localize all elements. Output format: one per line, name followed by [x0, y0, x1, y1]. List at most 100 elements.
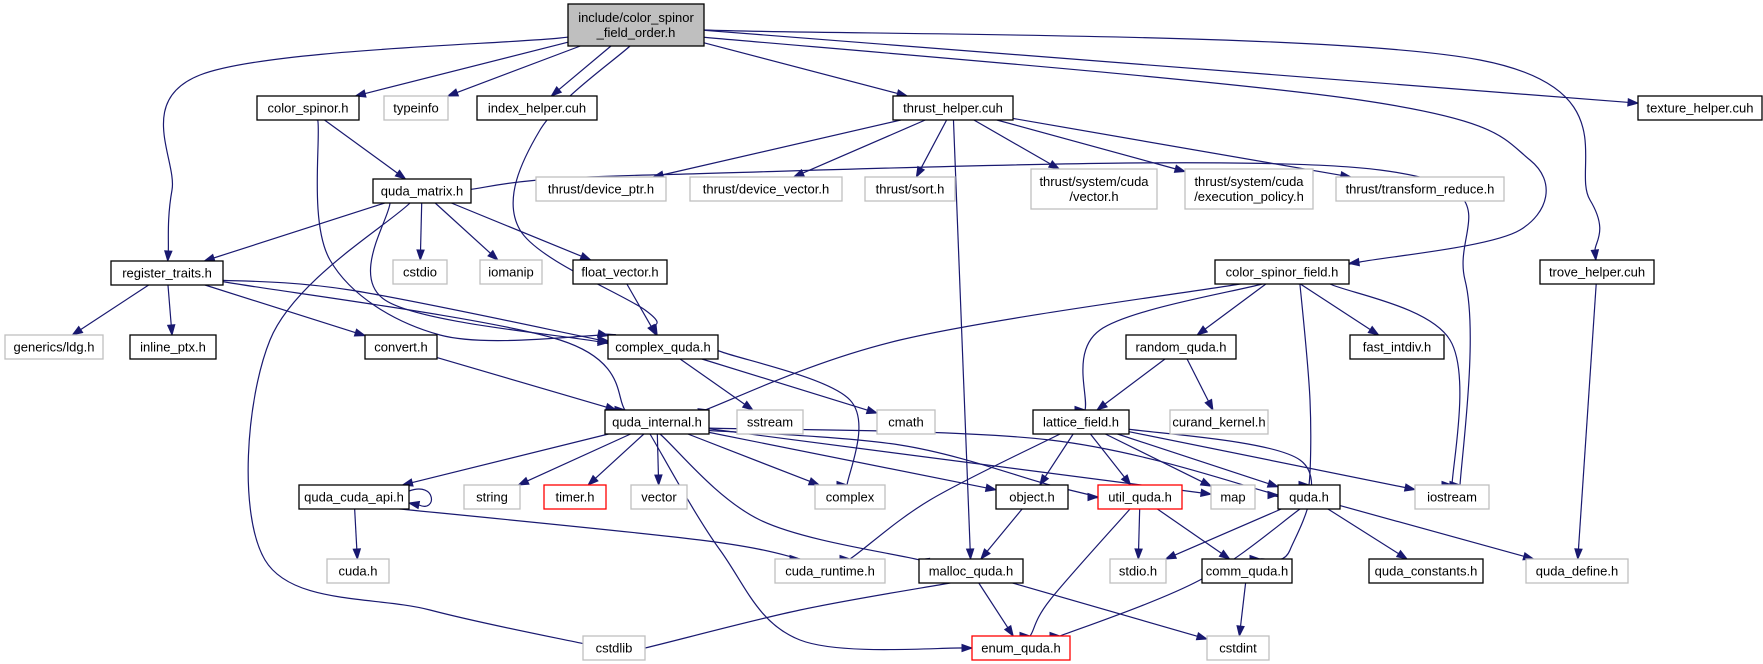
node-complex[interactable]: complex	[814, 484, 886, 510]
node-curand-kernel[interactable]: curand_kernel.h	[1169, 409, 1269, 435]
node-string[interactable]: string	[463, 484, 521, 510]
edge-quda_cuda_api-to-quda_cuda_api	[407, 488, 432, 510]
node-quda-constants[interactable]: quda_constants.h	[1368, 558, 1484, 584]
node-generics-ldg[interactable]: generics/ldg.h	[4, 334, 104, 360]
node-box	[971, 635, 1071, 661]
node-transform-reduce[interactable]: thrust/transform_reduce.h	[1335, 176, 1505, 202]
node-box	[814, 484, 886, 510]
node-device-vector[interactable]: thrust/device_vector.h	[689, 176, 843, 202]
node-box	[774, 558, 886, 584]
node-cuda-runtime[interactable]: cuda_runtime.h	[774, 558, 886, 584]
node-fast-intdiv[interactable]: fast_intdiv.h	[1349, 334, 1445, 360]
node-random-quda[interactable]: random_quda.h	[1125, 334, 1237, 360]
edge-lattice_field-to-quda_h	[1117, 433, 1280, 488]
edge-quda_internal-to-complex	[687, 433, 821, 486]
node-label: float_vector.h	[581, 265, 658, 280]
node-texture-helper[interactable]: texture_helper.cuh	[1637, 95, 1763, 121]
edge-quda_internal-to-quda_cuda_api	[401, 433, 609, 487]
node-root[interactable]: include/color_spinor_field_order.h	[567, 3, 705, 47]
node-box	[1030, 168, 1158, 210]
node-label: lattice_field.h	[1043, 415, 1119, 430]
node-box	[1368, 558, 1484, 584]
node-box	[110, 260, 224, 286]
node-quda-internal[interactable]: quda_internal.h	[604, 409, 710, 435]
node-box	[1637, 95, 1763, 121]
edge-malloc_quda-to-enum_quda	[978, 582, 1015, 638]
node-color-spinor-field[interactable]: color_spinor_field.h	[1214, 259, 1350, 285]
node-map[interactable]: map	[1210, 484, 1256, 510]
node-quda-h[interactable]: quda.h	[1277, 484, 1341, 510]
node-label: convert.h	[374, 340, 427, 355]
node-convert[interactable]: convert.h	[364, 334, 438, 360]
node-box	[1169, 409, 1269, 435]
node-timer[interactable]: timer.h	[543, 484, 607, 510]
node-box	[582, 635, 646, 661]
edge-lattice_field-to-iostream	[1128, 431, 1417, 492]
edge-quda_internal-to-vector	[654, 433, 663, 487]
node-label: quda_matrix.h	[381, 184, 463, 199]
node-object[interactable]: object.h	[995, 484, 1069, 510]
node-stdio[interactable]: stdio.h	[1109, 558, 1167, 584]
node-malloc-quda[interactable]: malloc_quda.h	[918, 558, 1024, 584]
node-thrust-helper[interactable]: thrust_helper.cuh	[892, 95, 1014, 121]
node-util-quda[interactable]: util_quda.h	[1097, 484, 1183, 510]
node-cmath[interactable]: cmath	[876, 409, 936, 435]
node-cstdlib[interactable]: cstdlib	[582, 635, 646, 661]
node-index-helper[interactable]: index_helper.cuh	[476, 95, 598, 121]
node-float-vector[interactable]: float_vector.h	[572, 259, 668, 285]
node-box	[1097, 484, 1183, 510]
node-label: comm_quda.h	[1206, 564, 1288, 579]
node-color-spinor-h[interactable]: color_spinor.h	[256, 95, 360, 121]
edge-object-to-malloc_quda	[979, 508, 1023, 561]
node-box	[326, 558, 390, 584]
edge-root-to-index_helper	[550, 45, 612, 97]
node-sort[interactable]: thrust/sort.h	[864, 176, 956, 202]
node-iomanip[interactable]: iomanip	[479, 259, 543, 285]
edge-float_vector-to-complex_quda	[626, 283, 657, 337]
node-inline-ptx[interactable]: inline_ptx.h	[129, 334, 217, 360]
edge-lattice_field-to-util_quda	[1089, 433, 1132, 487]
node-sys-vector[interactable]: thrust/system/cuda/vector.h	[1030, 168, 1158, 210]
node-quda-define[interactable]: quda_define.h	[1525, 558, 1629, 584]
node-box	[383, 95, 449, 121]
node-iostream[interactable]: iostream	[1414, 484, 1490, 510]
node-label: vector	[641, 490, 677, 505]
node-cstdio[interactable]: cstdio	[392, 259, 448, 285]
node-typeinfo[interactable]: typeinfo	[383, 95, 449, 121]
node-label: quda.h	[1289, 490, 1329, 505]
node-quda-matrix[interactable]: quda_matrix.h	[372, 178, 472, 204]
node-cstdint[interactable]: cstdint	[1206, 635, 1270, 661]
node-label: typeinfo	[393, 101, 439, 116]
edge-color_spinor_field-to-random_quda	[1195, 283, 1267, 336]
edge-lattice_field-to-map	[1105, 433, 1213, 487]
edge-quda_internal-to-string	[517, 433, 631, 486]
node-label: malloc_quda.h	[929, 564, 1014, 579]
edge-quda_internal-to-malloc_quda	[652, 427, 936, 567]
node-cuda-h[interactable]: cuda.h	[326, 558, 390, 584]
node-label: timer.h	[555, 490, 594, 505]
node-box	[630, 484, 688, 510]
edge-root-to-color_spinor_h	[353, 41, 569, 98]
edge-quda_h-to-quda_constants	[1327, 508, 1409, 560]
node-box	[476, 95, 598, 121]
edge-quda_matrix-to-cstdio	[416, 202, 425, 262]
edge-register_traits-to-inline_ptx	[166, 284, 176, 337]
node-trove-helper[interactable]: trove_helper.cuh	[1539, 259, 1655, 285]
node-quda-cuda-api[interactable]: quda_cuda_api.h	[298, 484, 410, 510]
node-register-traits[interactable]: register_traits.h	[110, 260, 224, 286]
node-vector[interactable]: vector	[630, 484, 688, 510]
node-label: enum_quda.h	[981, 641, 1061, 656]
node-lattice-field[interactable]: lattice_field.h	[1032, 409, 1130, 435]
node-exec-policy[interactable]: thrust/system/cuda/execution_policy.h	[1184, 168, 1314, 210]
node-box	[876, 409, 936, 435]
node-label: quda_define.h	[1536, 564, 1618, 579]
node-sstream[interactable]: sstream	[736, 409, 804, 435]
node-label: curand_kernel.h	[1172, 415, 1265, 430]
node-device-ptr[interactable]: thrust/device_ptr.h	[535, 176, 667, 202]
node-label: cstdlib	[596, 641, 633, 656]
node-enum-quda[interactable]: enum_quda.h	[971, 635, 1071, 661]
node-comm-quda[interactable]: comm_quda.h	[1201, 558, 1293, 584]
node-label: thrust_helper.cuh	[903, 101, 1003, 116]
node-label: complex_quda.h	[615, 340, 710, 355]
node-complex-quda[interactable]: complex_quda.h	[607, 334, 719, 360]
